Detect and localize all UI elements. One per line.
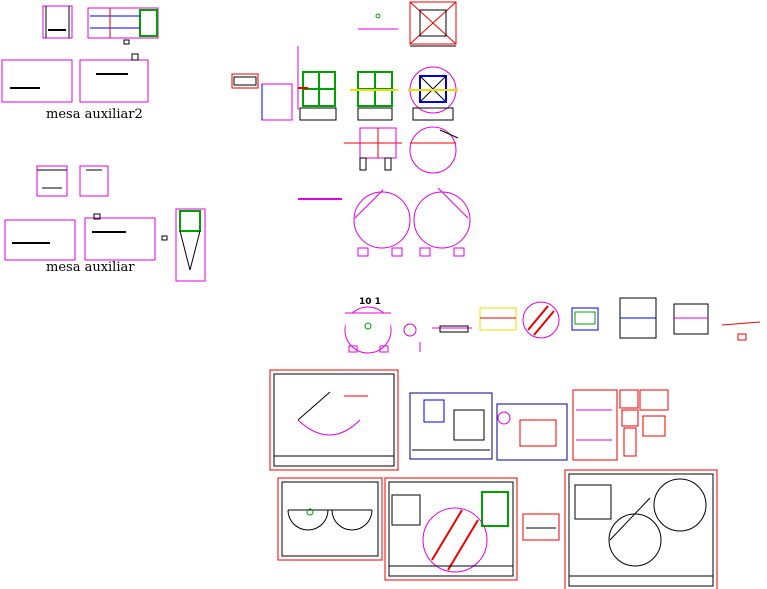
mesa-auxiliar2-drawings <box>1 5 159 103</box>
sheet-5 <box>277 477 383 561</box>
mesa-auxiliar-drawings <box>4 165 206 282</box>
mesa-auxiliar-label: mesa auxiliar <box>46 260 135 275</box>
mesa-auxiliar2-label: mesa auxiliar2 <box>46 107 143 122</box>
drum-frame-views <box>231 1 471 257</box>
sheet-1 <box>269 369 399 471</box>
detail-indicator-label: 10 1 <box>359 297 381 307</box>
sheet-2 <box>409 392 493 460</box>
sheet-3 <box>496 403 568 461</box>
sheet-6 <box>384 477 518 581</box>
detail-row <box>344 297 761 354</box>
sheet-8 <box>564 469 718 589</box>
sheet-7 <box>522 513 560 541</box>
sheet-4 <box>572 389 669 461</box>
